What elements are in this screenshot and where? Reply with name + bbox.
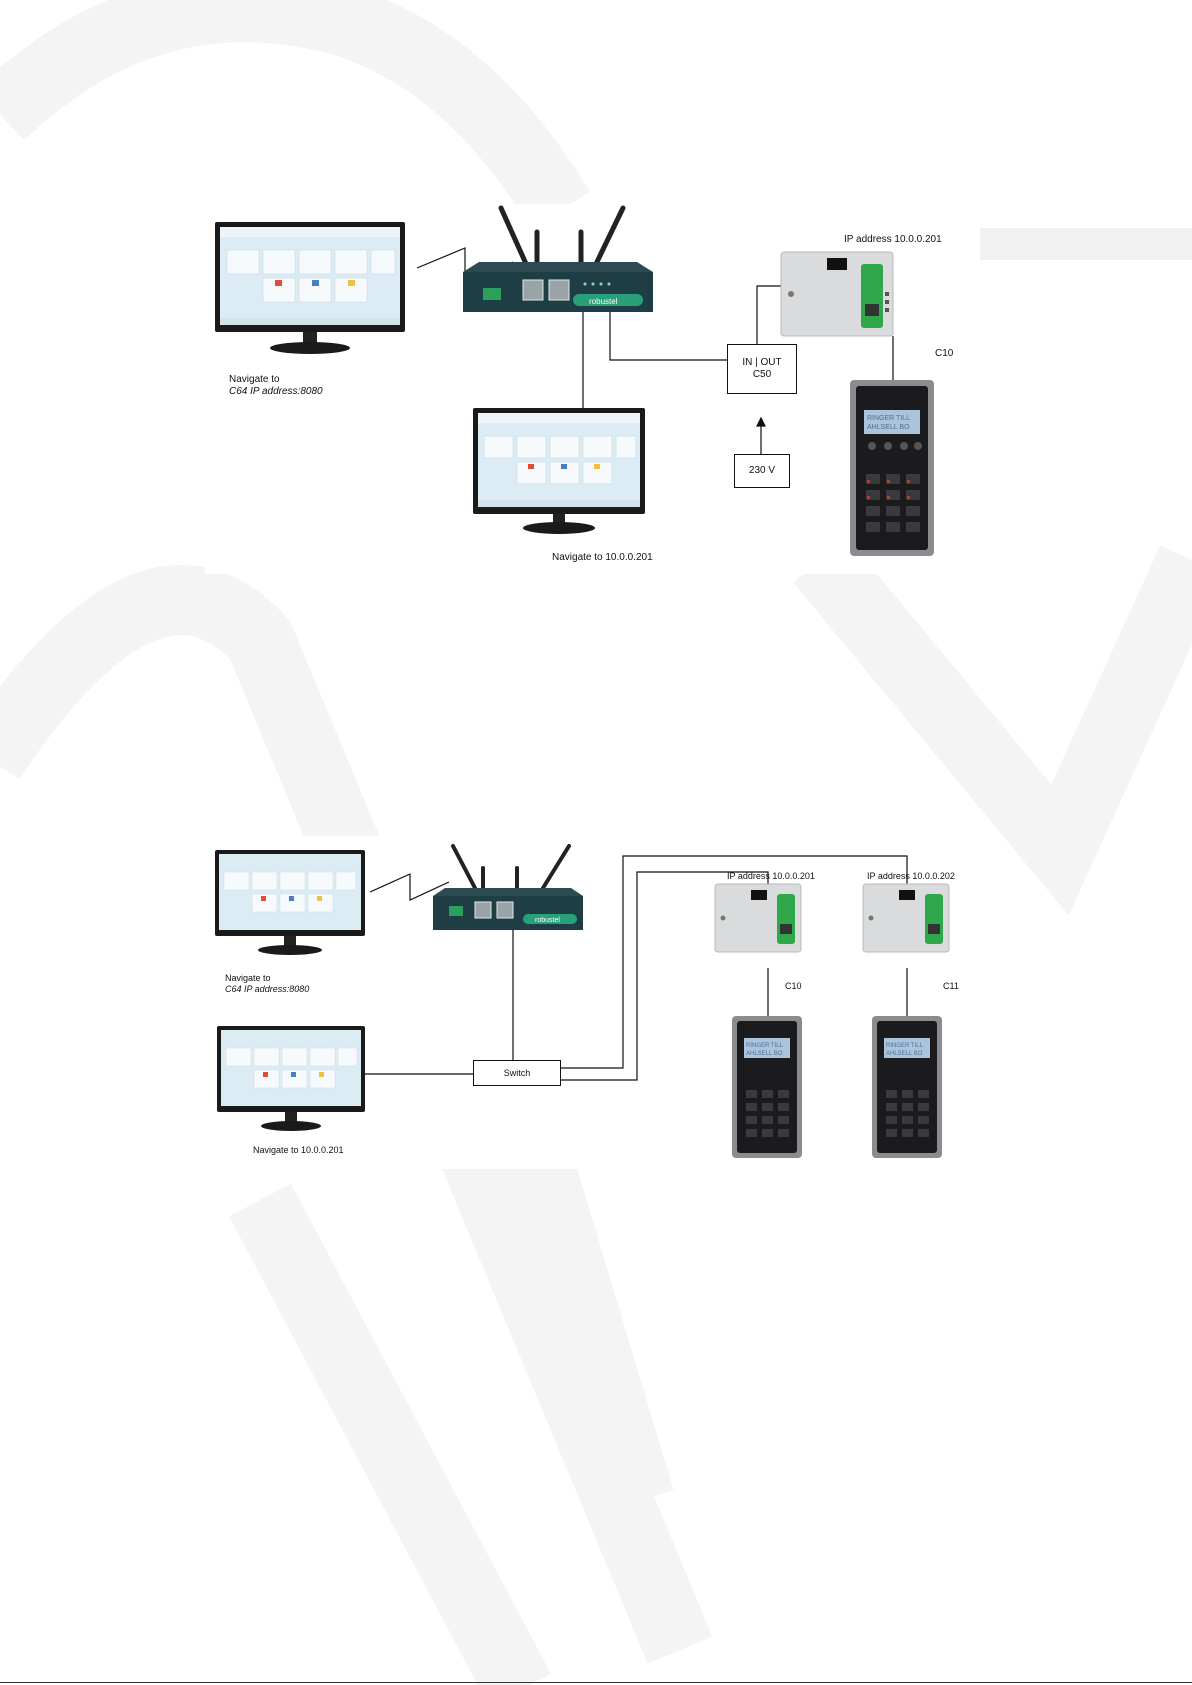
network-switch-label: Switch (503, 1068, 531, 1078)
wire-router-to-c50 (609, 306, 727, 361)
side-tab-decoration (976, 228, 1192, 260)
router-icon: robustel (433, 844, 583, 930)
controller-1-model-label: C10 (785, 981, 802, 991)
page-footer-rule (0, 1682, 1192, 1683)
keypad-icon: RINGER TILL AHLSELL BO (732, 1016, 802, 1158)
io-module-c50: IN | OUT C50 (727, 344, 797, 394)
diagram-1-drawing: robustel (215, 205, 934, 556)
controller-1-ip-label: IP address 10.0.0.201 (727, 871, 815, 881)
keypad-display-line: AHLSELL BO (867, 424, 910, 431)
wireless-zigzag (369, 873, 450, 901)
power-supply-box: 230 V (734, 454, 790, 488)
network-diagram-1: robustel (205, 204, 980, 574)
keypad-icon: RINGER TILL AHLSELL BO (850, 380, 934, 556)
power-supply-label: 230 V (748, 465, 776, 476)
monitor-icon (215, 222, 405, 354)
keypad-display-line: AHLSELL BO (746, 1051, 783, 1057)
door-controller-icon (862, 883, 950, 953)
monitor-icon (473, 408, 645, 534)
diagram-2-drawing: robustel RINGER TILL AHLSELL BO (215, 844, 950, 1158)
svg-text:robustel: robustel (535, 917, 560, 924)
controller-2-ip-label: IP address 10.0.0.202 (867, 871, 955, 881)
router-icon: robustel (463, 205, 653, 312)
network-switch-box: Switch (473, 1060, 561, 1086)
pc2-navigate-label: Navigate to 10.0.0.201 (552, 552, 653, 563)
monitor-icon (217, 1026, 365, 1131)
monitor-icon (215, 850, 365, 955)
io-module-title: IN | OUT (742, 357, 782, 368)
wire-switch-to-controller-2 (557, 855, 908, 1069)
navigate-label: Navigate to (225, 973, 271, 983)
navigate-label: Navigate to (229, 374, 280, 385)
keypad-display-line: RINGER TILL (886, 1043, 924, 1049)
keypad-icon: RINGER TILL AHLSELL BO (872, 1016, 942, 1158)
door-controller-icon (714, 883, 802, 953)
pc2-navigate-label: Navigate to 10.0.0.201 (253, 1145, 344, 1155)
io-module-model: C50 (752, 369, 772, 380)
keypad-display-line: AHLSELL BO (886, 1051, 923, 1057)
arrow-head (756, 416, 766, 427)
controller-2-model-label: C11 (943, 981, 959, 991)
wire-c50-to-controller (756, 285, 781, 360)
keypad-display-line: RINGER TILL (746, 1043, 784, 1049)
controller-model-label: C10 (935, 348, 954, 359)
controller-ip-label: IP address 10.0.0.201 (844, 234, 942, 245)
network-diagram-2: robustel RINGER TILL AHLSELL BO (205, 836, 980, 1169)
svg-text:robustel: robustel (589, 297, 618, 306)
wire-switch-to-controller-1 (557, 871, 769, 1081)
navigate-address-label: C64 IP address:8080 (229, 386, 323, 397)
navigate-address-label: C64 IP address:8080 (225, 984, 310, 994)
keypad-display-line: RINGER TILL (867, 415, 910, 422)
door-controller-icon (780, 251, 894, 337)
